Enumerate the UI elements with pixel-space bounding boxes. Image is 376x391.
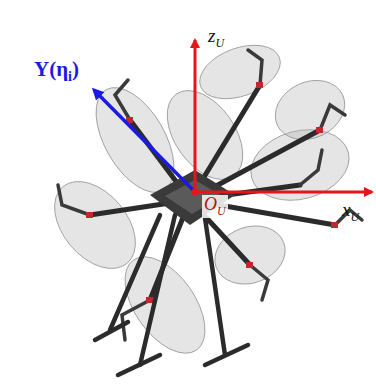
- thrust-direction-arrow: [94, 90, 195, 192]
- subscript: i: [68, 69, 72, 84]
- subscript: U: [215, 36, 224, 50]
- symbol-text: O: [204, 194, 217, 214]
- symbol-text: z: [208, 25, 215, 46]
- origin-dot: [192, 189, 199, 196]
- landing-gear: [95, 215, 248, 375]
- origin-label: OU: [202, 195, 228, 218]
- symbol-text: Υ(η: [34, 57, 68, 81]
- symbol-text: x: [342, 199, 350, 220]
- subscript: U: [350, 210, 359, 224]
- vector-label: Υ(ηi): [34, 58, 79, 84]
- axis-label: xU: [342, 200, 359, 224]
- z-axis-arrow: [194, 40, 197, 192]
- rotor-mounts: [58, 50, 362, 340]
- rotor-discs: [38, 35, 357, 367]
- axis-label: zU: [208, 26, 224, 50]
- x-axis-arrow: [195, 191, 372, 194]
- central-body: [150, 170, 235, 225]
- symbol-text: ): [72, 57, 79, 81]
- subscript: U: [217, 204, 226, 218]
